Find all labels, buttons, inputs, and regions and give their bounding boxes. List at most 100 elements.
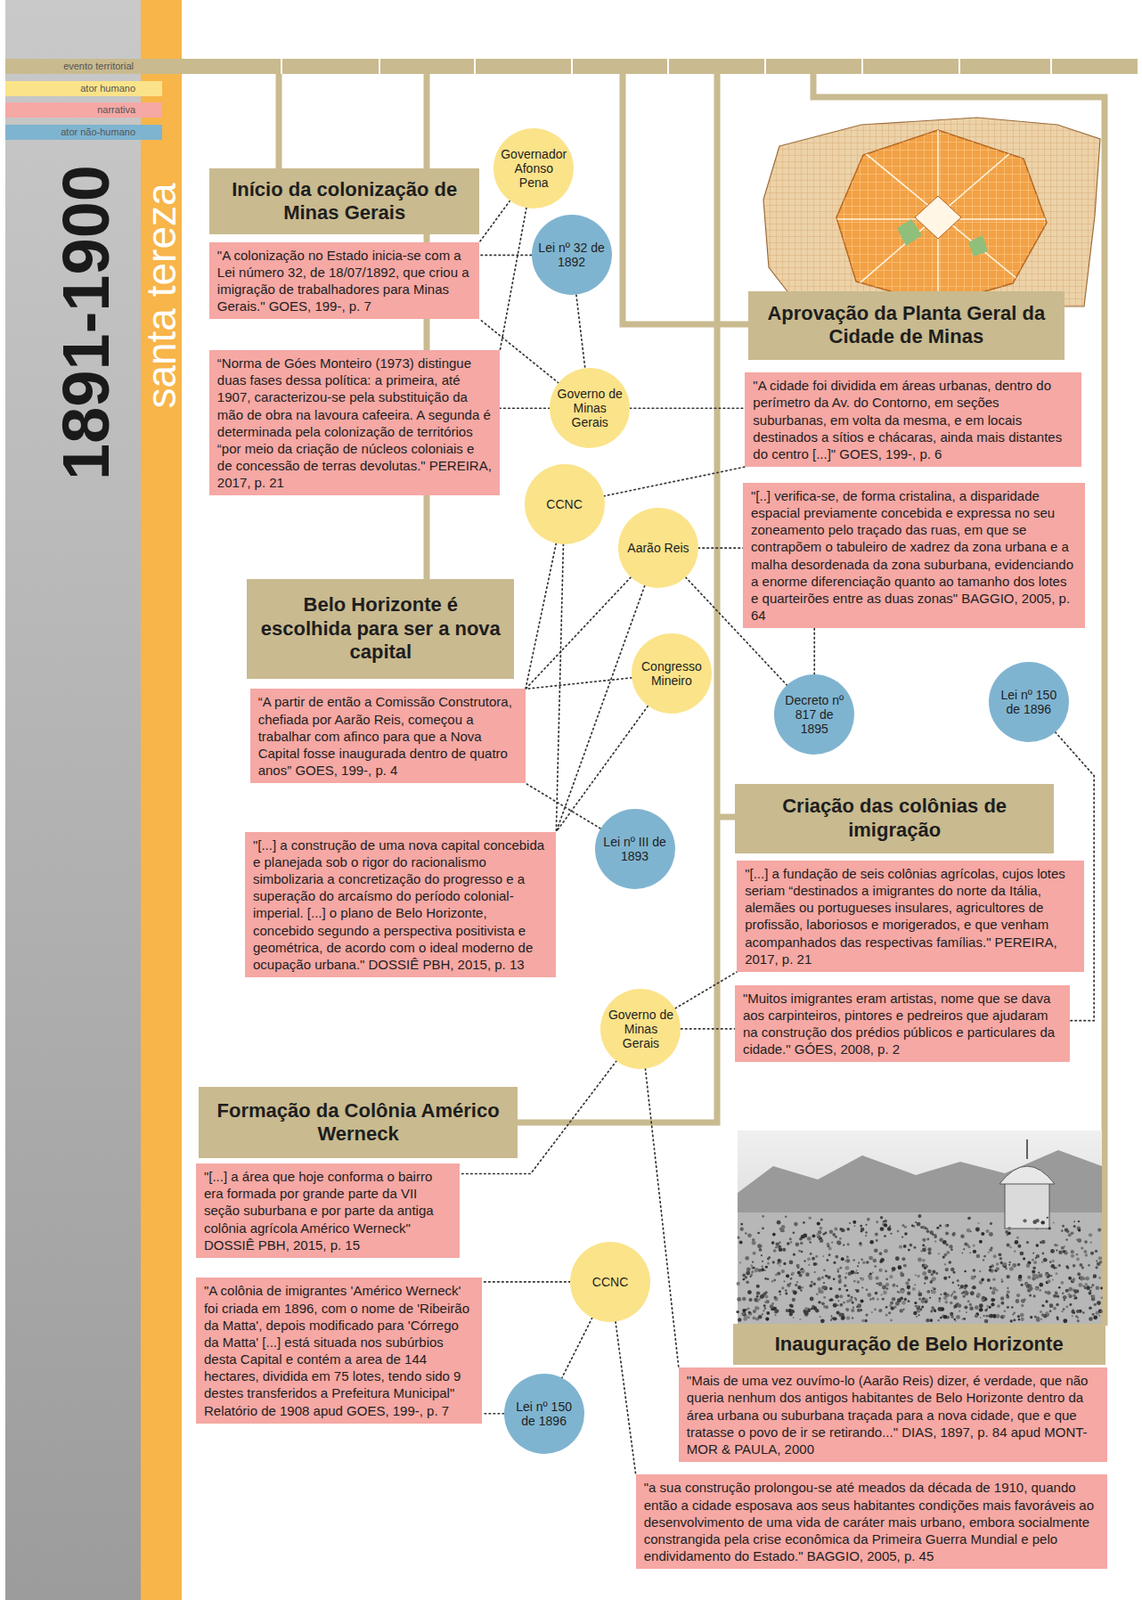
- crowd-figure: [873, 1307, 877, 1311]
- crowd-figure: [822, 1255, 824, 1257]
- crowd-figure: [874, 1275, 879, 1280]
- crowd-figure: [771, 1280, 775, 1283]
- dotted-connector: [499, 407, 550, 409]
- crowd-figure: [774, 1273, 778, 1277]
- actor-label: Governador Afonso Pena: [499, 146, 568, 190]
- crowd-figure: [987, 1278, 991, 1282]
- crowd-figure: [970, 1290, 975, 1296]
- crowd-figure: [938, 1237, 943, 1241]
- crowd-figure: [778, 1289, 782, 1293]
- crowd-figure: [965, 1290, 970, 1295]
- crowd-figure: [950, 1267, 955, 1272]
- crowd-figure: [881, 1297, 885, 1301]
- crowd-figure: [971, 1285, 976, 1289]
- crowd-figure: [792, 1290, 798, 1296]
- crowd-figure: [774, 1246, 777, 1249]
- crowd-figure: [761, 1260, 764, 1263]
- crowd-figure: [1000, 1301, 1004, 1306]
- crowd-figure: [839, 1237, 842, 1240]
- crowd-figure: [1079, 1263, 1084, 1267]
- crowd-figure: [1090, 1241, 1093, 1244]
- crowd-figure: [1083, 1249, 1087, 1254]
- crowd-figure: [989, 1313, 995, 1319]
- crowd-figure: [1014, 1239, 1020, 1245]
- crowd-figure: [959, 1287, 962, 1289]
- dotted-connector: [576, 294, 586, 369]
- crowd-figure: [843, 1284, 847, 1288]
- human-actor-circle: CCNC: [570, 1241, 651, 1322]
- crowd-figure: [1066, 1229, 1070, 1233]
- photo-illustration: [735, 1130, 1103, 1324]
- crowd-figure: [964, 1290, 970, 1296]
- crowd-figure: [918, 1313, 921, 1316]
- crowd-figure: [783, 1262, 786, 1265]
- crowd-figure: [821, 1301, 824, 1305]
- crowd-figure: [924, 1264, 928, 1268]
- crowd-figure: [880, 1293, 882, 1296]
- dotted-connector: [481, 1280, 571, 1283]
- crowd-figure: [819, 1238, 824, 1243]
- narrative-box: "A colônia de imigrantes 'Américo Wernec…: [195, 1277, 482, 1424]
- crowd-figure: [816, 1221, 821, 1225]
- dotted-connector: [525, 783, 601, 829]
- crowd-figure: [801, 1286, 805, 1289]
- crowd-figure: [972, 1268, 977, 1273]
- crowd-figure: [742, 1296, 747, 1302]
- crowd-figure: [927, 1269, 931, 1273]
- nonhuman-actor-circle: Lei nº 150 de 1896: [988, 661, 1069, 743]
- crowd-figure: [1042, 1305, 1045, 1308]
- crowd-figure: [1081, 1265, 1085, 1269]
- crowd-figure: [781, 1286, 784, 1289]
- crowd-figure: [1071, 1309, 1076, 1314]
- crowd-figure: [945, 1267, 949, 1272]
- legend-row: narrativa: [5, 102, 163, 118]
- narrative-box: “A partir de então a Comissão Construtor…: [250, 688, 526, 784]
- legend-swatch: [5, 102, 163, 118]
- crowd-figure: [736, 1281, 741, 1286]
- crowd-figure: [824, 1274, 828, 1278]
- crowd-figure: [848, 1222, 851, 1224]
- crowd-figure: [748, 1311, 751, 1314]
- crowd-figure: [1061, 1224, 1065, 1228]
- crowd-figure: [970, 1275, 976, 1281]
- crowd-figure: [1004, 1230, 1009, 1234]
- crowd-figure: [869, 1239, 874, 1245]
- crowd-figure: [1076, 1316, 1079, 1319]
- crowd-figure: [873, 1248, 879, 1253]
- crowd-figure: [1076, 1319, 1080, 1322]
- crowd-figure: [927, 1247, 932, 1252]
- crowd-figure: [752, 1309, 757, 1314]
- crowd-figure: [811, 1256, 816, 1261]
- crowd-figure: [861, 1319, 865, 1323]
- crowd-figure: [1071, 1314, 1074, 1317]
- crowd-figure: [1048, 1226, 1052, 1230]
- crowd-figure: [988, 1248, 993, 1252]
- crowd-figure: [790, 1277, 793, 1281]
- crowd-figure: [828, 1246, 833, 1250]
- crowd-figure: [934, 1239, 937, 1242]
- crowd-figure: [1003, 1314, 1006, 1318]
- crowd-figure: [974, 1313, 979, 1318]
- narrative-box: "a sua construção prolongou-se até meado…: [636, 1474, 1108, 1569]
- crowd-figure: [951, 1315, 955, 1319]
- crowd-figure: [784, 1215, 788, 1218]
- crowd-figure: [819, 1226, 824, 1231]
- crowd-figure: [1018, 1318, 1021, 1322]
- dotted-connector: [813, 628, 816, 675]
- crowd-figure: [967, 1216, 971, 1221]
- crowd-figure: [923, 1264, 927, 1267]
- crowd-figure: [833, 1303, 837, 1306]
- crowd-figure: [918, 1289, 921, 1292]
- crowd-figure: [1047, 1274, 1051, 1278]
- crowd-figure: [1041, 1220, 1045, 1224]
- crowd-figure: [916, 1305, 920, 1309]
- crowd-figure: [856, 1303, 862, 1308]
- crowd-figure: [1098, 1256, 1102, 1260]
- crowd-figure: [944, 1263, 947, 1265]
- crowd-figure: [1018, 1274, 1022, 1279]
- crowd-figure: [764, 1277, 767, 1281]
- crowd-figure: [996, 1304, 1001, 1308]
- crowd-figure: [898, 1245, 903, 1249]
- crowd-figure: [1058, 1249, 1063, 1255]
- crowd-figure: [850, 1298, 853, 1301]
